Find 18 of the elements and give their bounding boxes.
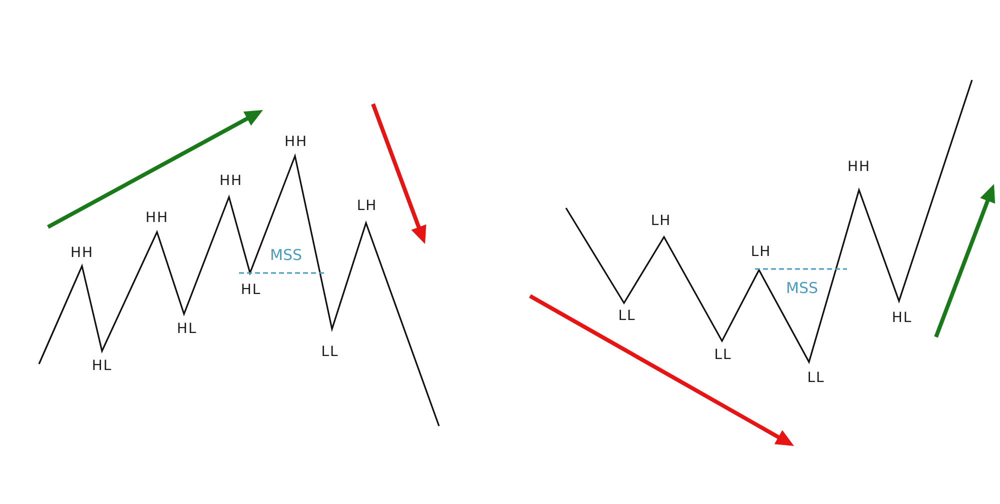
swing-point-label: HH <box>145 210 169 226</box>
swing-point-label: HH <box>70 245 94 261</box>
swing-point-label: LL <box>618 308 636 324</box>
swing-point-label: HH <box>219 173 243 189</box>
swing-point-label: HH <box>284 134 308 150</box>
swing-point-label: LL <box>321 344 339 360</box>
shift-label: MSS <box>786 280 818 296</box>
swing-point-label: HL <box>892 310 912 326</box>
swing-point-label: LL <box>714 347 732 363</box>
swing-point-label: LH <box>750 244 772 260</box>
swing-point-label: HL <box>240 282 262 298</box>
swing-point-label: LL <box>807 370 825 386</box>
swing-point-label: LH <box>356 198 378 214</box>
shift-label: MSS <box>270 247 302 263</box>
swing-point-label: LH <box>650 213 672 229</box>
swing-point-label: HL <box>176 321 198 337</box>
swing-point-label: HH <box>847 159 871 175</box>
swing-point-label: HL <box>92 358 112 374</box>
